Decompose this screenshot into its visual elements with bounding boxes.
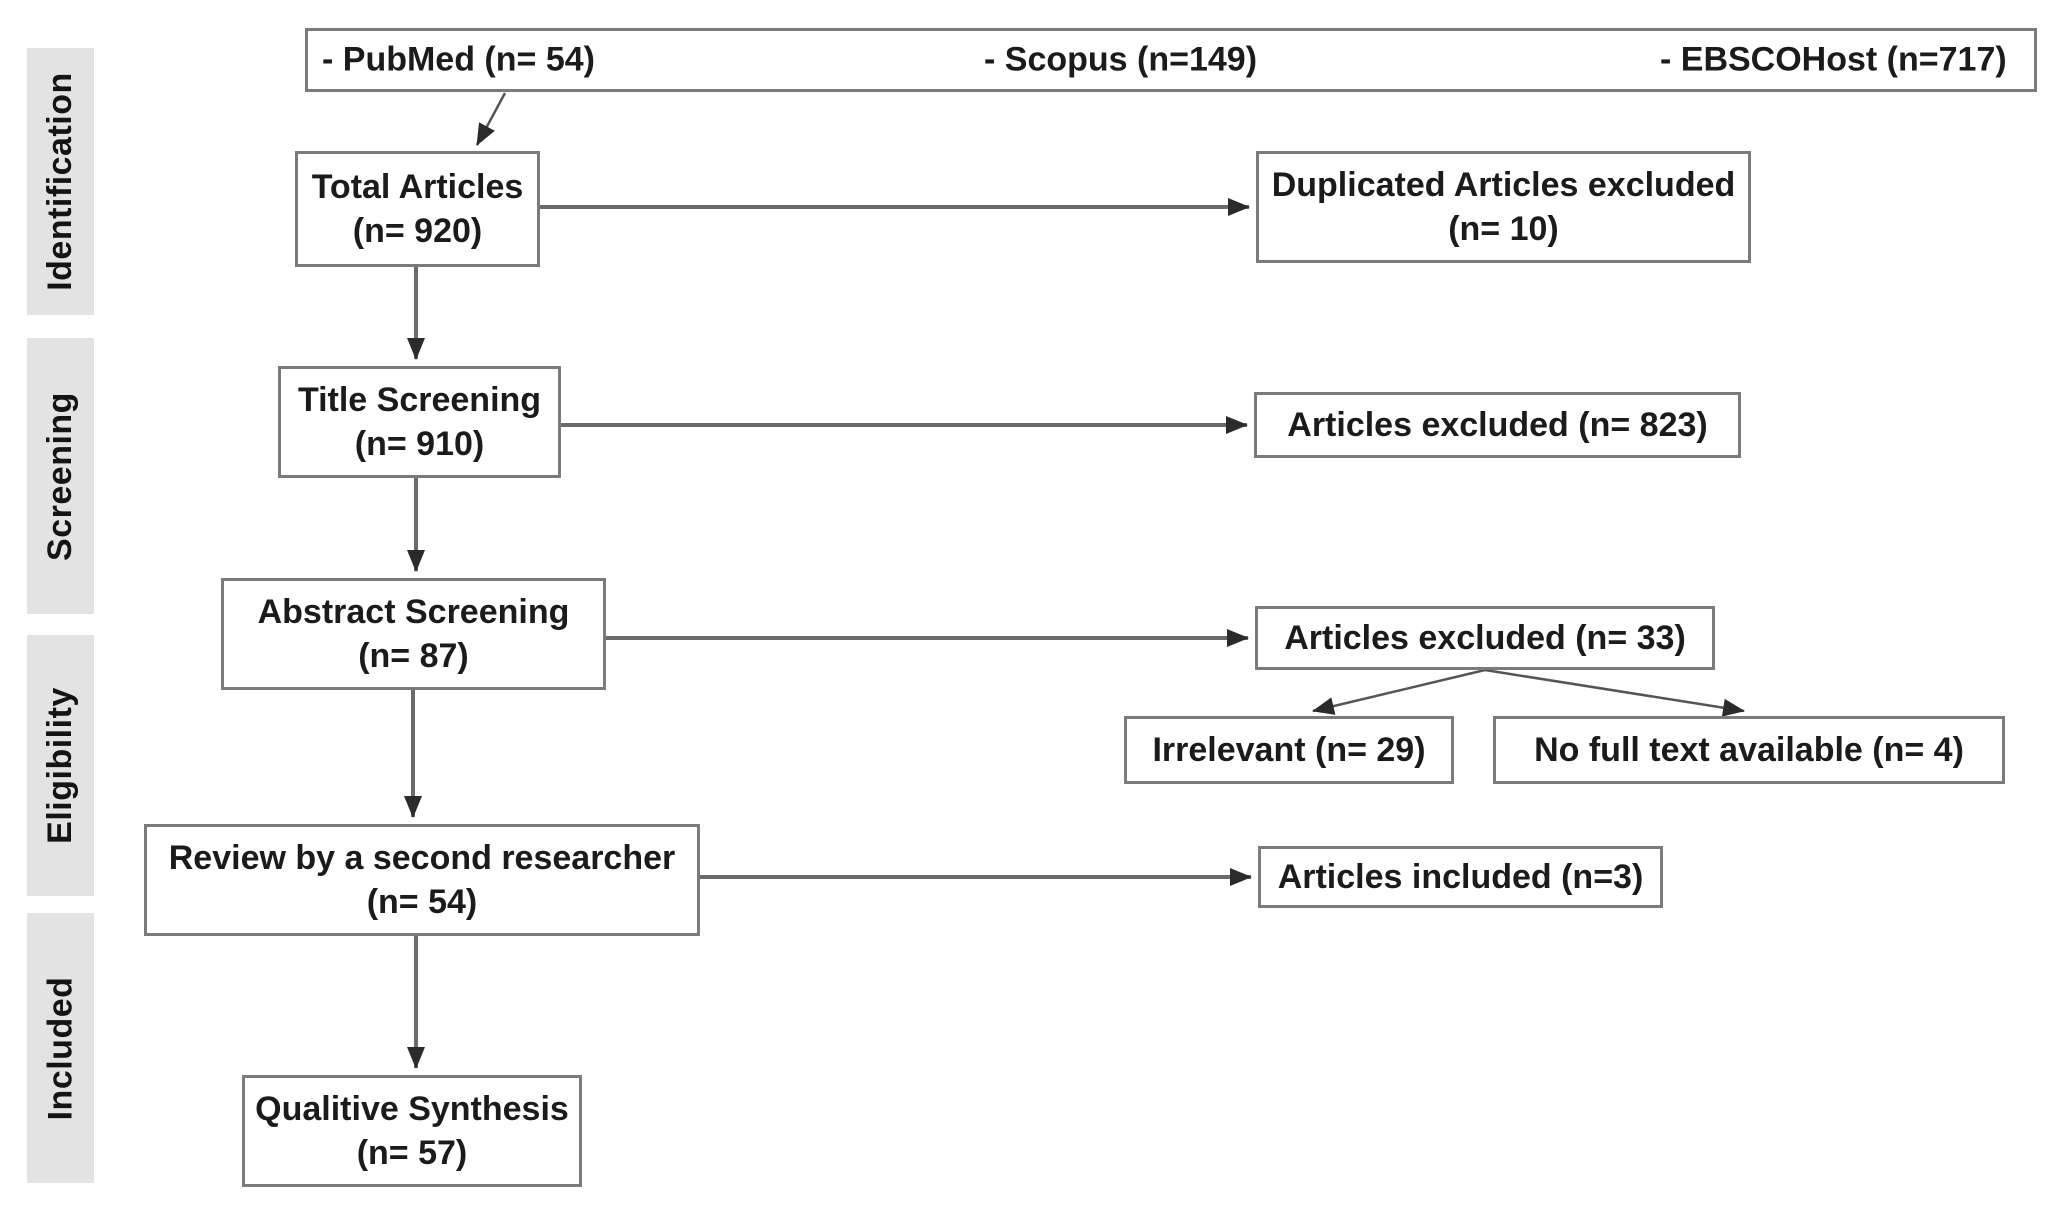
title-excluded-box: Articles excluded (n= 823)	[1254, 392, 1741, 458]
abstract-screening-box: Abstract Screening (n= 87)	[221, 578, 606, 690]
stage-bar-eligibility: Eligibility	[27, 635, 94, 896]
qualitive-synthesis-count: (n= 57)	[356, 1134, 468, 1172]
no-full-text-label: No full text available (n= 4)	[1534, 731, 1964, 769]
stage-bar-included: Included	[27, 913, 94, 1183]
source-ebscohost: - EBSCOHost (n=717)	[1660, 40, 2007, 79]
qualitive-synthesis-label: Qualitive Synthesis	[255, 1090, 569, 1128]
databases-sources-box: - PubMed (n= 54) - Scopus (n=149) - EBSC…	[305, 28, 2037, 92]
stage-label-eligibility: Eligibility	[41, 687, 79, 844]
second-researcher-review-box: Review by a second researcher (n= 54)	[144, 824, 700, 936]
abstract-excluded-box: Articles excluded (n= 33)	[1255, 606, 1715, 670]
title-screening-count: (n= 910)	[354, 425, 485, 463]
irrelevant-box: Irrelevant (n= 29)	[1124, 716, 1454, 784]
title-screening-box: Title Screening (n= 910)	[278, 366, 561, 478]
duplicated-excluded-label: Duplicated Articles excluded	[1271, 166, 1736, 204]
stage-bar-identification: Identification	[27, 48, 94, 315]
total-articles-count: (n= 920)	[352, 212, 483, 250]
stage-label-included: Included	[41, 976, 80, 1120]
abstract-excluded-label: Articles excluded (n= 33)	[1284, 619, 1686, 657]
articles-included-box: Articles included (n=3)	[1258, 846, 1663, 908]
stage-label-identification: Identification	[41, 72, 79, 291]
connector-sources-to-total	[475, 92, 507, 146]
abstract-screening-count: (n= 87)	[358, 637, 469, 675]
source-pubmed: - PubMed (n= 54)	[322, 40, 595, 79]
second-researcher-review-count: (n= 54)	[366, 883, 478, 921]
qualitive-synthesis-box: Qualitive Synthesis (n= 57)	[242, 1075, 582, 1187]
total-articles-label: Total Articles	[311, 168, 524, 206]
irrelevant-label: Irrelevant (n= 29)	[1152, 731, 1426, 769]
second-researcher-review-label: Review by a second researcher	[168, 839, 676, 877]
connector-excluded-to-nofulltext	[1484, 668, 1745, 717]
total-articles-box: Total Articles (n= 920)	[295, 151, 540, 267]
duplicated-excluded-count: (n= 10)	[1448, 210, 1559, 248]
no-full-text-box: No full text available (n= 4)	[1493, 716, 2005, 784]
title-excluded-label: Articles excluded (n= 823)	[1287, 406, 1708, 444]
connector-excluded-to-irrelevant	[1312, 668, 1486, 715]
stage-label-screening: Screening	[41, 391, 80, 561]
articles-included-label: Articles included (n=3)	[1277, 858, 1644, 896]
title-screening-label: Title Screening	[297, 381, 542, 419]
abstract-screening-label: Abstract Screening	[257, 593, 570, 631]
duplicated-excluded-box: Duplicated Articles excluded (n= 10)	[1256, 151, 1751, 263]
source-scopus: - Scopus (n=149)	[984, 40, 1258, 79]
stage-bar-screening: Screening	[27, 338, 94, 614]
